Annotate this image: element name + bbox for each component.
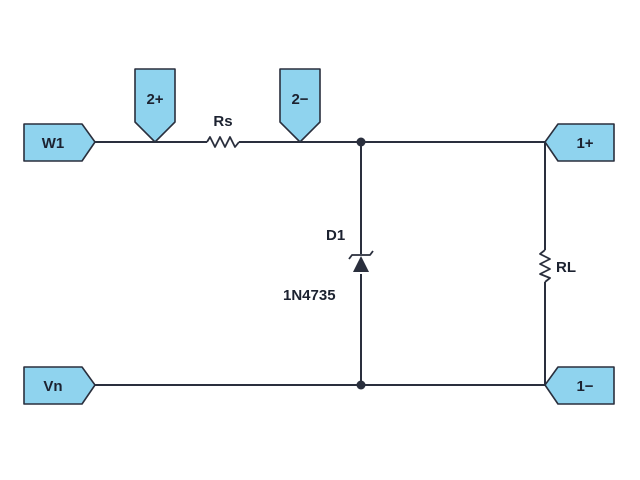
port-1-plus: 1+ bbox=[544, 123, 615, 162]
rl-resistor bbox=[539, 249, 551, 283]
svg-text:2+: 2+ bbox=[146, 91, 163, 108]
svg-text:1−: 1− bbox=[576, 378, 593, 395]
port-w1: W1 bbox=[23, 123, 96, 162]
svg-text:W1: W1 bbox=[42, 135, 65, 152]
port-1-minus: 1− bbox=[544, 366, 615, 405]
rl-label: RL bbox=[556, 259, 576, 276]
port-2-plus: 2+ bbox=[134, 68, 176, 143]
zener-bar bbox=[348, 250, 374, 260]
port-vn: Vn bbox=[23, 366, 96, 405]
diode-triangle bbox=[353, 256, 369, 272]
svg-text:2−: 2− bbox=[291, 91, 308, 108]
port-2-minus: 2− bbox=[279, 68, 321, 143]
rs-label: Rs bbox=[213, 113, 232, 130]
svg-text:1+: 1+ bbox=[576, 135, 593, 152]
svg-text:Vn: Vn bbox=[43, 378, 62, 395]
d1-part-label: 1N4735 bbox=[283, 287, 336, 304]
junction-bottom bbox=[356, 380, 366, 390]
zener-diode-d1 bbox=[348, 250, 374, 272]
rs-resistor bbox=[206, 136, 240, 148]
d1-label: D1 bbox=[326, 227, 345, 244]
junction-top bbox=[356, 137, 366, 147]
wires bbox=[95, 141, 546, 386]
